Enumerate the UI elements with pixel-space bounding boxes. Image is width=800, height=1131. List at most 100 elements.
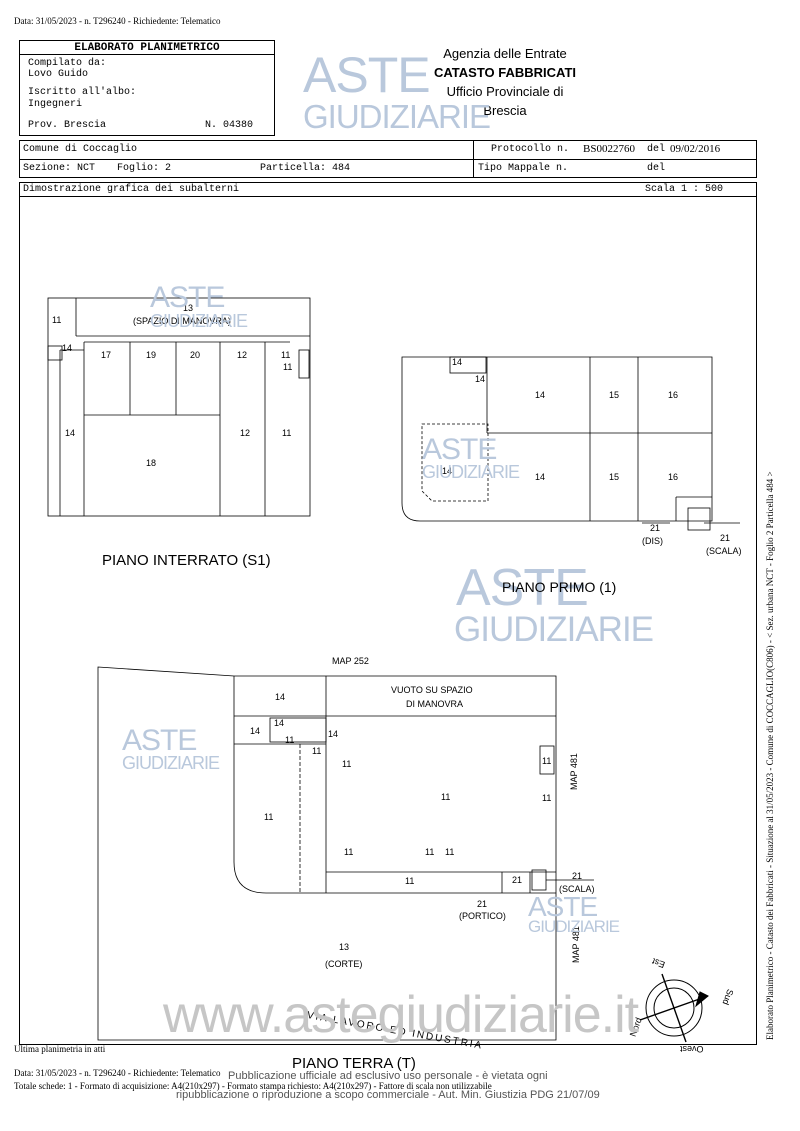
terra-site-outline [97, 666, 557, 1041]
tipo-mappale: Tipo Mappale n. [478, 163, 569, 174]
p1-label-15b: 15 [609, 472, 620, 482]
pt-label-11f: 11 [542, 756, 552, 766]
compilato-label: Compilato da: [28, 58, 107, 69]
divider [19, 159, 757, 160]
agency-line2: CATASTO FABBRICATI [433, 65, 577, 80]
giudiziarie-watermark: GIUDIZIARIE [122, 753, 220, 773]
pt-corte: (CORTE) [325, 959, 363, 969]
protocollo-value: BS0022760 [583, 143, 635, 155]
pt-portico: (PORTICO) [459, 911, 506, 921]
giudiziarie-word: GIUDIZIARIE [122, 753, 220, 773]
aste-word: ASTE [528, 891, 598, 922]
giudiziarie-word: GIUDIZIARIE [528, 917, 620, 936]
divider [19, 54, 275, 55]
s1-label-18: 18 [146, 458, 157, 468]
giudiziarie-watermark: GIUDIZIARIE [454, 610, 654, 649]
piano-interrato-plan [47, 297, 311, 517]
p1-label-14b: 14 [475, 374, 486, 384]
pt-label-21a: 21 [512, 875, 523, 885]
aste-watermark: ASTE [528, 891, 598, 922]
pt-label-21b: 21 [572, 871, 583, 881]
agency-line3: Ufficio Provinciale di [446, 84, 564, 99]
aste-watermark: ASTE [422, 433, 497, 466]
s1-label-11d: 11 [282, 428, 292, 438]
agency-line1: Agenzia delle Entrate [443, 46, 567, 61]
divider [19, 196, 757, 197]
building-curve [233, 676, 556, 894]
s1-label-11a: 11 [52, 315, 62, 325]
aste-word: ASTE [303, 47, 431, 103]
iscritto-label: Iscritto all'albo: [28, 87, 137, 98]
pt-label-11b: 11 [312, 746, 322, 756]
pt-label-11h: 11 [344, 847, 354, 857]
p1-label-21a: 21 [650, 523, 661, 533]
pt-label-11e: 11 [441, 792, 451, 802]
aste-word: ASTE [150, 281, 225, 314]
compass-ovest: Ovest [680, 1044, 704, 1054]
side-vertical-text: Elaborato Planimetrico - Catasto dei Fab… [765, 471, 775, 1040]
footer-line2: Totale schede: 1 - Formato di acquisizio… [14, 1081, 492, 1091]
site-watermark: www.astegiudiziarie.it [163, 986, 639, 1044]
disclaimer-line2: ripubblicazione o riproduzione a scopo c… [176, 1089, 600, 1101]
piano-primo-plan [401, 356, 740, 531]
s1-label-14a: 14 [62, 343, 73, 353]
p1-label-16a: 16 [668, 390, 679, 400]
pt-label-11c: 11 [342, 759, 352, 769]
s1-label-11c: 11 [283, 362, 293, 372]
giudiziarie-watermark: GIUDIZIARIE [422, 462, 520, 482]
p1-label-scala: (SCALA) [706, 546, 742, 556]
s1-label-12b: 12 [240, 428, 251, 438]
p1-label-14c: 14 [535, 390, 546, 400]
p1-label-14a: 14 [452, 357, 463, 367]
pt-vuoto1: VUOTO SU SPAZIO [391, 685, 473, 695]
elaborato-title: ELABORATO PLANIMETRICO [74, 42, 220, 54]
pt-label-13: 13 [339, 942, 350, 952]
agency-line4: Brescia [483, 103, 527, 118]
giudiziarie-watermark: GIUDIZIARIE [528, 917, 620, 936]
giudiziarie-watermark: GIUDIZIARIE [150, 311, 248, 331]
s1-label-13: 13 [183, 303, 194, 313]
primo-outline [401, 356, 713, 522]
foglio: Foglio: 2 [117, 163, 172, 174]
comune: Comune di Coccaglio [23, 144, 138, 155]
iscritto-value: Ingegneri [28, 99, 83, 110]
primo-title: PIANO PRIMO (1) [502, 579, 617, 595]
pt-label-21c: 21 [477, 899, 488, 909]
pt-label-14a: 14 [275, 692, 286, 702]
giudiziarie-word: GIUDIZIARIE [422, 462, 520, 482]
aste-watermark: ASTE [122, 726, 197, 756]
giudiziarie-word: GIUDIZIARIE [454, 610, 654, 649]
prov-label: Prov. Brescia [28, 120, 107, 131]
pt-label-11k: 11 [405, 876, 415, 886]
protocollo-label: Protocollo n. [491, 144, 570, 155]
p1-label-21b: 21 [720, 533, 731, 543]
p1-label-15a: 15 [609, 390, 620, 400]
compass-rose-icon [639, 973, 709, 1043]
aste-watermark: ASTE [456, 562, 589, 614]
interrato-outline [47, 297, 311, 517]
s1-label-14b: 14 [65, 428, 76, 438]
p1-label-16b: 16 [668, 472, 679, 482]
header-left-box [19, 40, 275, 136]
top-date-line: Data: 31/05/2023 - n. T296240 - Richiede… [14, 16, 221, 26]
giudiziarie-watermark: GIUDIZIARIE [303, 100, 491, 133]
aste-word: ASTE [422, 433, 497, 466]
s1-label-17: 17 [101, 350, 112, 360]
sezione: Sezione: NCT [23, 163, 96, 174]
s1-label-11b: 11 [281, 350, 291, 360]
p1-label-dis: (DIS) [642, 536, 663, 546]
s1-label-12a: 12 [237, 350, 248, 360]
pt-label-14b: 14 [274, 718, 285, 728]
del-label: del [647, 144, 666, 155]
giudiziarie-word: GIUDIZIARIE [150, 311, 248, 331]
pt-label-14d: 14 [328, 729, 339, 739]
disclaimer-line1: Pubblicazione ufficiale ad esclusivo uso… [228, 1070, 548, 1082]
footer-line1: Data: 31/05/2023 - n. T296240 - Richiede… [14, 1068, 221, 1078]
pt-map481a: MAP 481 [569, 753, 579, 790]
interrato-title: PIANO INTERRATO (S1) [102, 552, 271, 569]
s1-label-spazio: (SPAZIO DI MANOVRA) [133, 316, 231, 326]
pt-label-11g: 11 [542, 793, 552, 803]
pt-map252: MAP 252 [332, 656, 369, 666]
pt-label-11a: 11 [285, 735, 295, 745]
